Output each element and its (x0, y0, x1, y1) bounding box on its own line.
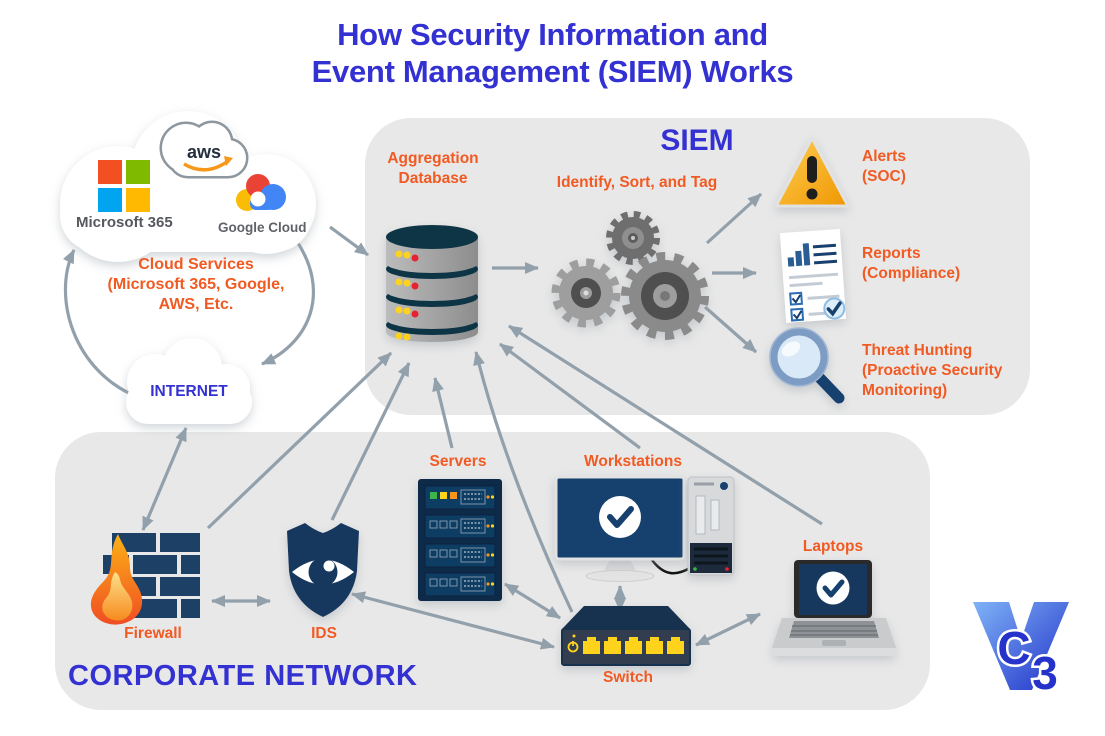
arrow-firewall-to-database (206, 351, 393, 530)
arrow-workstations-to-database (499, 342, 641, 450)
alert-triangle-icon (774, 136, 850, 208)
laptop-icon (772, 560, 896, 656)
aggregation-database-label: Aggregation Database (387, 150, 479, 187)
connector-arrows (62, 192, 823, 650)
arrow-internet-firewall (141, 427, 188, 531)
microsoft-365-label: Microsoft 365 (76, 214, 173, 231)
internet-label: INTERNET (150, 383, 228, 400)
internet-cloud (126, 338, 252, 424)
firewall-icon (90, 533, 200, 625)
network-switch-icon (561, 606, 691, 666)
siem-heading: SIEM (660, 124, 734, 157)
corporate-network-heading: CORPORATE NETWORK (68, 660, 418, 692)
arrow-laptops-to-database (508, 324, 823, 526)
flame-icon (90, 534, 143, 625)
desktop-tower-icon (687, 476, 735, 576)
vc3-logo: C 3 (973, 602, 1069, 702)
ids-label: IDS (311, 625, 337, 642)
threat-hunting-label: Threat Hunting (Proactive Security Monit… (862, 342, 1003, 399)
logo-letter-c: C (997, 622, 1030, 674)
gears-icon (551, 211, 709, 340)
arrow-ids-switch (351, 591, 555, 650)
google-cloud-icon (236, 174, 286, 211)
arrow-switch-to-database (473, 351, 574, 613)
arrow-gears-to-threat-hunting (703, 305, 758, 354)
alerts-label: Alerts (SOC) (862, 148, 906, 185)
cloud-services-label: Cloud Services (Microsoft 365, Google, A… (107, 256, 285, 313)
arrow-switch-laptops (695, 612, 761, 647)
arrow-cloud-to-database (329, 225, 369, 257)
arrow-loop-left (62, 249, 141, 400)
arrow-servers-switch (504, 582, 561, 620)
arrow-loop-right (261, 239, 316, 366)
switch-label: Switch (603, 669, 653, 686)
ids-shield-eye-icon (287, 523, 359, 617)
servers-label: Servers (429, 453, 487, 470)
logo-letter-3: 3 (1032, 647, 1058, 699)
aws-cloud-icon: aws (159, 120, 249, 179)
arrow-ids-to-database (330, 362, 411, 521)
firewall-label: Firewall (124, 625, 182, 642)
microsoft-365-icon (98, 160, 150, 212)
server-rack-icon (418, 479, 502, 601)
arrow-gears-to-alerts (705, 192, 763, 245)
workstation-monitor-icon (554, 475, 691, 582)
aws-label: aws (187, 142, 221, 162)
magnifier-icon (769, 327, 845, 404)
laptops-label: Laptops (802, 538, 864, 555)
reports-label: Reports (Compliance) (862, 245, 961, 282)
report-document-icon (779, 228, 847, 323)
identify-sort-tag-label: Identify, Sort, and Tag (556, 174, 718, 191)
aggregation-database-icon (386, 225, 478, 342)
workstations-label: Workstations (584, 453, 682, 470)
page-title: How Security Information and Event Manag… (311, 17, 794, 89)
arrow-servers-to-database (432, 377, 454, 449)
google-cloud-label: Google Cloud (218, 220, 307, 235)
